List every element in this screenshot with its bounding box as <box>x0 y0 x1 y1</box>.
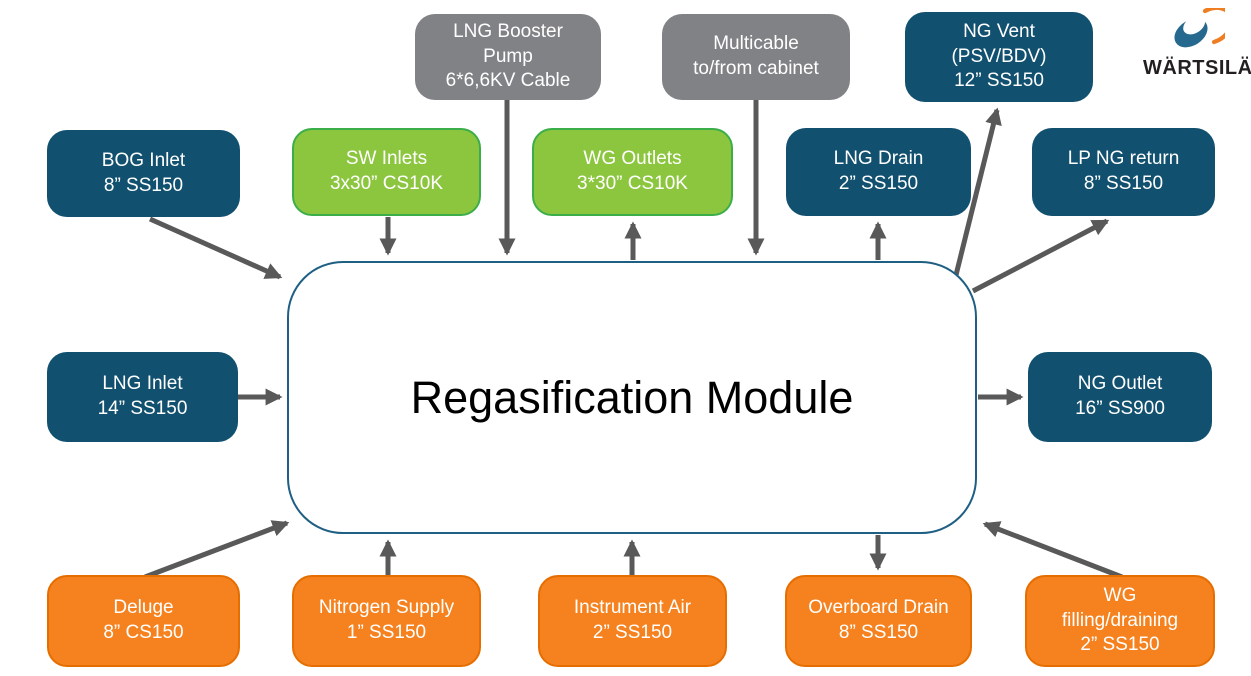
node-label: Deluge 8” CS150 <box>103 597 184 643</box>
node-label: NG Outlet 16” SS900 <box>1075 373 1165 419</box>
node-label: LNG Drain 2” SS150 <box>833 148 924 194</box>
wartsila-brand-text: WÄRTSILÄ <box>1143 57 1251 79</box>
node-instrument-air: Instrument Air 2” SS150 <box>538 575 727 667</box>
node-label: Overboard Drain 8” SS150 <box>808 597 949 643</box>
node-label: Nitrogen Supply 1” SS150 <box>318 597 455 643</box>
node-sw-inlets: SW Inlets 3x30” CS10K <box>292 128 481 216</box>
node-label: NG Vent (PSV/BDV) 12” SS150 <box>951 20 1047 92</box>
node-ng-vent: NG Vent (PSV/BDV) 12” SS150 <box>905 12 1093 102</box>
node-wg-outlets: WG Outlets 3*30” CS10K <box>532 128 733 216</box>
node-label: Instrument Air 2” SS150 <box>573 597 692 643</box>
node-label: WG filling/draining 2” SS150 <box>1061 584 1179 656</box>
node-label: SW Inlets 3x30” CS10K <box>329 148 443 194</box>
node-label: LNG Booster Pump 6*6,6KV Cable <box>445 20 571 92</box>
node-label: WG Outlets 3*30” CS10K <box>577 148 688 194</box>
wartsila-swoosh-icon <box>1174 5 1234 48</box>
regasification-module-box: Regasification Module <box>287 261 977 534</box>
node-label: LP NG return 8” SS150 <box>1067 148 1180 194</box>
arrow-wg-filling-draining-to-module <box>982 521 1123 580</box>
node-multicable: Multicable to/from cabinet <box>662 14 850 100</box>
node-label: LNG Inlet 14” SS150 <box>97 373 188 419</box>
node-wg-filling-draining: WG filling/draining 2” SS150 <box>1025 575 1215 667</box>
node-overboard-drain: Overboard Drain 8” SS150 <box>785 575 972 667</box>
node-label: Multicable to/from cabinet <box>693 33 819 79</box>
node-deluge: Deluge 8” CS150 <box>47 575 240 667</box>
wartsila-logo: WÄRTSILÄ <box>1143 5 1251 80</box>
arrow-bog-inlet-to-module <box>148 216 283 280</box>
module-title: Regasification Module <box>410 371 854 423</box>
node-nitrogen-supply: Nitrogen Supply 1” SS150 <box>292 575 481 667</box>
node-label: BOG Inlet 8” SS150 <box>101 149 186 196</box>
node-ng-outlet: NG Outlet 16” SS900 <box>1028 352 1212 442</box>
node-lng-inlet: LNG Inlet 14” SS150 <box>47 352 238 442</box>
arrow-deluge-to-module <box>144 520 290 580</box>
node-lng-booster-pump: LNG Booster Pump 6*6,6KV Cable <box>415 14 601 100</box>
node-bog-inlet: BOG Inlet 8” SS150 <box>47 130 240 217</box>
node-lng-drain: LNG Drain 2” SS150 <box>786 128 971 216</box>
node-lp-ng-return: LP NG return 8” SS150 <box>1032 128 1215 216</box>
arrow-module-to-lp-ng-return <box>971 218 1110 294</box>
